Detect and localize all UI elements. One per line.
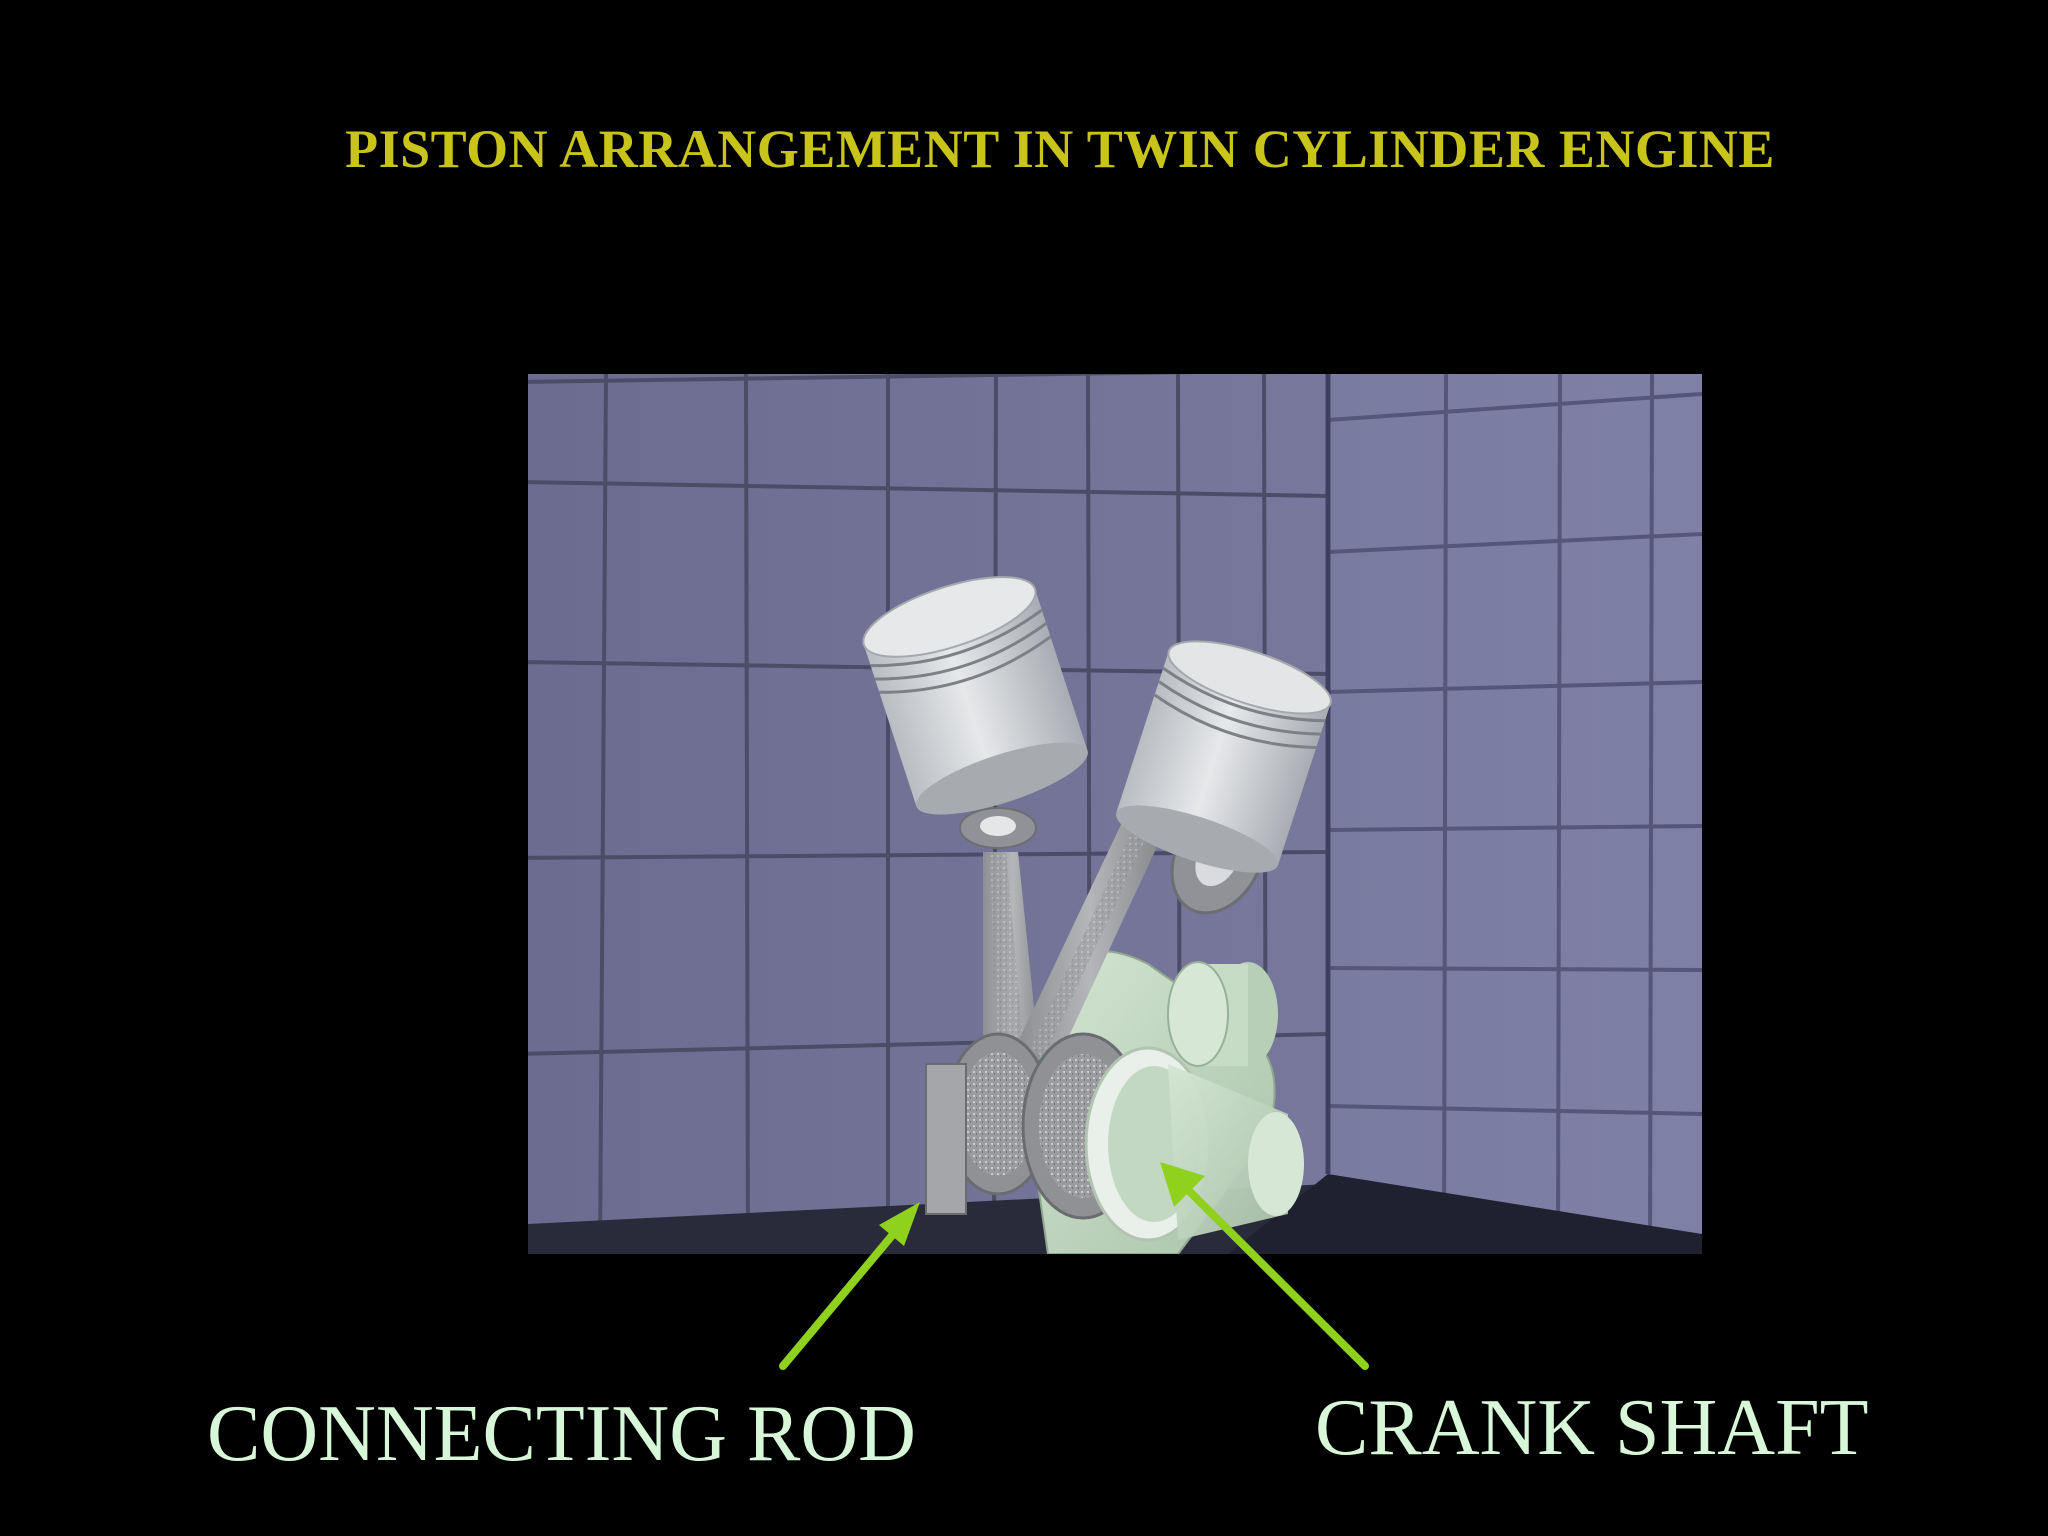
slide-title: PISTON ARRANGEMENT IN TWIN CYLINDER ENGI… <box>345 119 1775 179</box>
label-crank-shaft: CRANK SHAFT <box>1315 1384 1869 1472</box>
engine-illustration <box>528 374 1702 1254</box>
label-connecting-rod: CONNECTING ROD <box>207 1390 916 1478</box>
